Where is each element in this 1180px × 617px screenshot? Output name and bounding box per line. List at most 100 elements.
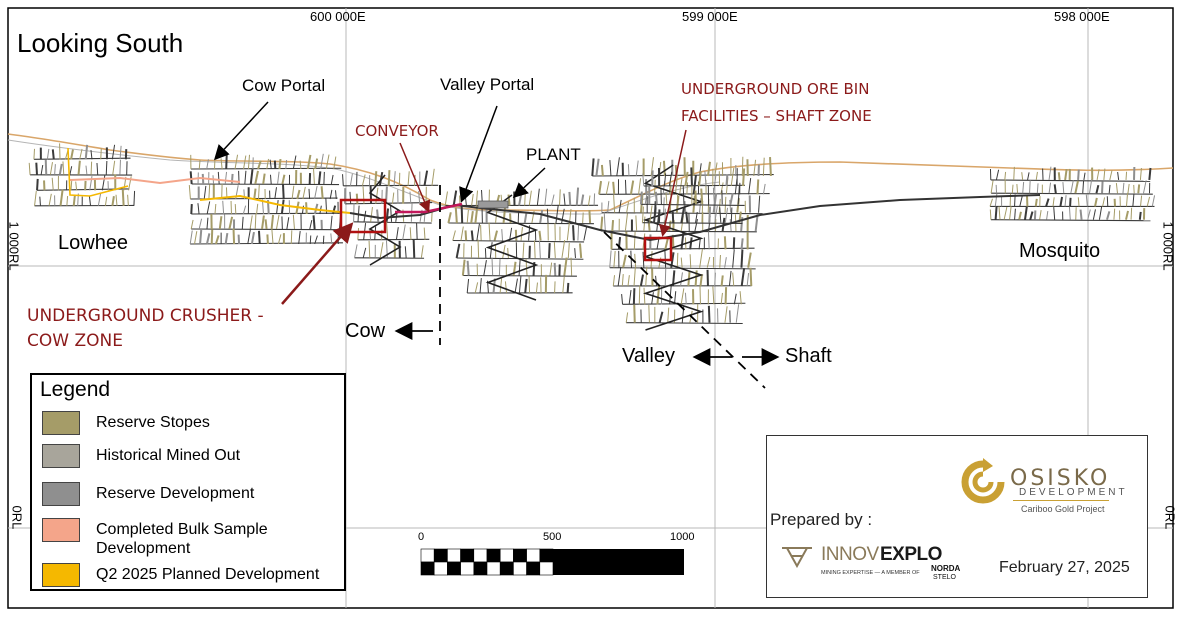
stope xyxy=(444,191,448,206)
stope xyxy=(639,191,643,205)
stope xyxy=(593,193,596,206)
stope xyxy=(509,227,513,241)
stope xyxy=(488,222,491,241)
stope xyxy=(607,200,610,213)
stope xyxy=(635,215,638,232)
stope xyxy=(416,222,418,240)
stope xyxy=(1098,206,1103,220)
stope xyxy=(317,171,322,185)
stope xyxy=(357,228,360,240)
stope xyxy=(1083,172,1086,181)
stope xyxy=(325,154,330,170)
stope xyxy=(692,175,697,195)
stope xyxy=(100,148,102,160)
stope xyxy=(1115,183,1118,194)
stope xyxy=(538,230,542,241)
surface-profile xyxy=(7,133,1174,212)
stope xyxy=(698,238,701,250)
stope xyxy=(1103,168,1106,180)
stope xyxy=(198,218,203,230)
stope xyxy=(694,219,698,232)
stope xyxy=(523,211,528,224)
stope xyxy=(588,210,592,224)
stope xyxy=(570,257,573,276)
planned-development-cow xyxy=(199,194,351,214)
stope xyxy=(314,185,318,200)
stope xyxy=(1019,195,1023,207)
stope xyxy=(33,148,35,160)
stope xyxy=(746,272,750,287)
stope xyxy=(1048,166,1052,181)
stope xyxy=(111,144,116,160)
level-drift xyxy=(191,212,342,215)
stope xyxy=(474,282,479,294)
level-drift xyxy=(452,239,585,243)
stope xyxy=(685,211,689,223)
stope xyxy=(51,177,54,191)
stope xyxy=(119,145,122,160)
stope xyxy=(1132,193,1135,207)
stope xyxy=(189,230,193,245)
stope xyxy=(269,159,272,170)
legend-swatch xyxy=(42,444,80,468)
stope xyxy=(119,159,121,175)
stope xyxy=(658,311,664,323)
stope xyxy=(278,158,282,170)
osisko-name: OSISKO xyxy=(1010,466,1111,491)
stope xyxy=(51,149,55,160)
stope xyxy=(1146,196,1151,207)
stope xyxy=(243,155,247,170)
stope xyxy=(524,188,526,206)
stope xyxy=(46,148,50,160)
stope xyxy=(1014,208,1016,220)
stope xyxy=(502,244,506,259)
stope xyxy=(1108,184,1111,194)
stope xyxy=(518,275,522,294)
stope xyxy=(629,180,635,195)
stope xyxy=(309,235,312,245)
stope xyxy=(699,274,703,287)
stope xyxy=(75,181,78,191)
stope xyxy=(729,219,732,232)
stope xyxy=(331,205,337,215)
plant-arrow xyxy=(512,167,546,199)
crusher-label-line1: UNDERGROUND CRUSHER - xyxy=(27,306,264,326)
stope xyxy=(719,207,722,223)
stope xyxy=(628,290,632,305)
stope xyxy=(538,240,541,259)
stope xyxy=(1036,183,1039,194)
stope xyxy=(292,155,297,170)
stope xyxy=(1143,180,1147,194)
stope xyxy=(244,170,247,185)
stope xyxy=(489,242,493,259)
level-drift xyxy=(626,322,743,325)
stope xyxy=(393,171,396,186)
level-drift xyxy=(990,179,1151,182)
stope xyxy=(732,249,735,268)
innovexplo-tagline: MINING EXPERTISE — A MEMBER OF xyxy=(821,570,920,576)
stope xyxy=(580,194,585,206)
stope xyxy=(553,242,556,259)
stope xyxy=(312,215,316,230)
stope xyxy=(561,240,566,259)
stope xyxy=(714,162,718,177)
stope xyxy=(1079,209,1083,220)
ramp xyxy=(485,194,539,301)
stope xyxy=(1082,180,1085,194)
stope xyxy=(464,230,468,241)
stope xyxy=(218,216,223,230)
level-drift xyxy=(990,219,1151,222)
stope xyxy=(253,188,257,200)
stope xyxy=(616,157,620,177)
stope xyxy=(276,214,280,230)
stope xyxy=(689,254,692,268)
stope xyxy=(612,275,616,287)
stope xyxy=(563,193,566,206)
stope xyxy=(668,220,672,232)
stope xyxy=(308,188,311,200)
stope xyxy=(522,242,525,259)
stope xyxy=(1148,167,1152,181)
stope xyxy=(254,170,259,185)
stope xyxy=(79,148,83,160)
stope xyxy=(101,174,106,191)
